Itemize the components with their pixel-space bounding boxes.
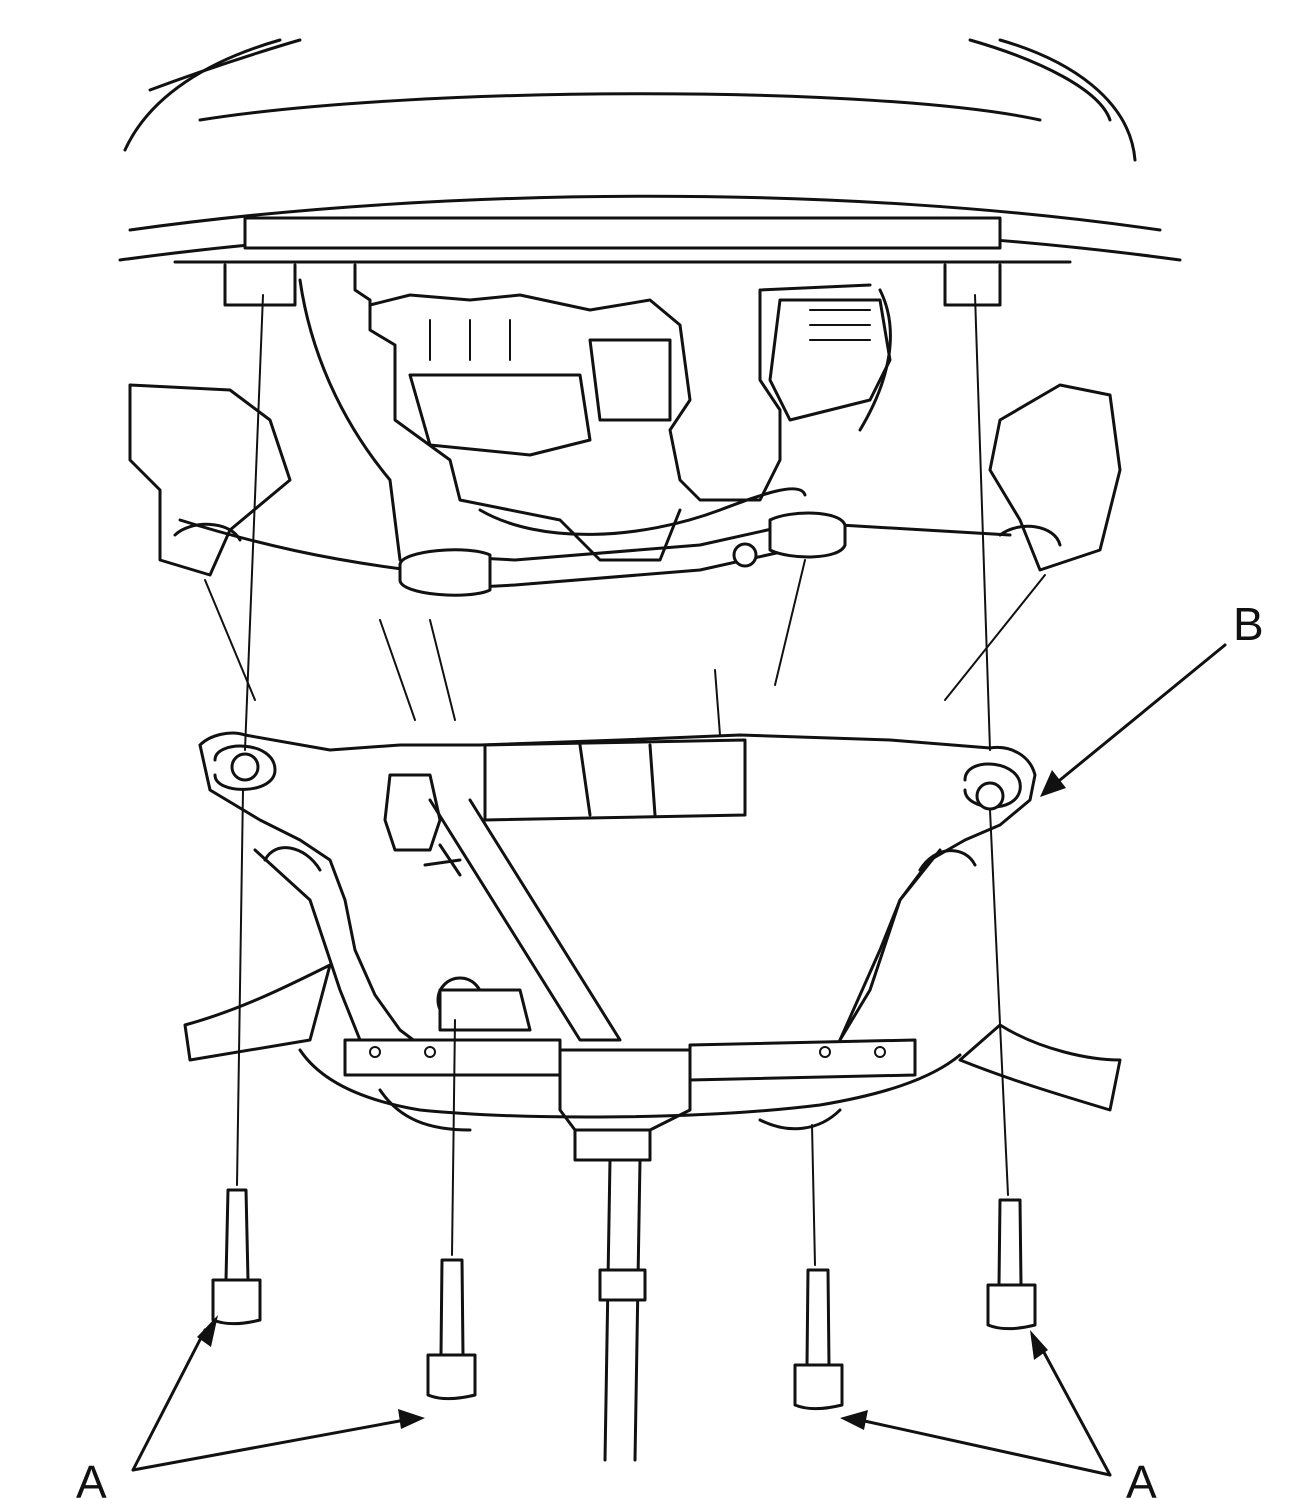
arrowhead-b — [1040, 770, 1066, 797]
bolt-right-inner — [793, 1124, 844, 1411]
arrowhead-a-right-inner — [840, 1410, 868, 1430]
callout-label-a-left: A — [76, 1456, 107, 1499]
callout-label-a-right: A — [1126, 1456, 1157, 1499]
engine-assembly — [128, 263, 1122, 577]
vehicle-body — [118, 38, 1182, 264]
alignment-lines — [204, 294, 1046, 751]
mounting-bolts — [211, 789, 1037, 1411]
callout-leaders — [131, 643, 1227, 1477]
arrowhead-a-right-outer — [1030, 1330, 1048, 1360]
steering-rack — [173, 487, 1062, 597]
arrowhead-a-left-outer — [197, 1315, 218, 1347]
bolt-right-outer — [986, 809, 1037, 1331]
arrowhead-a-left-inner — [398, 1409, 425, 1429]
callout-label-b: B — [1233, 598, 1264, 650]
front-subframe — [183, 731, 1122, 1162]
bolt-left-outer — [211, 789, 262, 1326]
bolt-left-inner — [426, 1019, 477, 1401]
jack-stand — [598, 1158, 647, 1462]
